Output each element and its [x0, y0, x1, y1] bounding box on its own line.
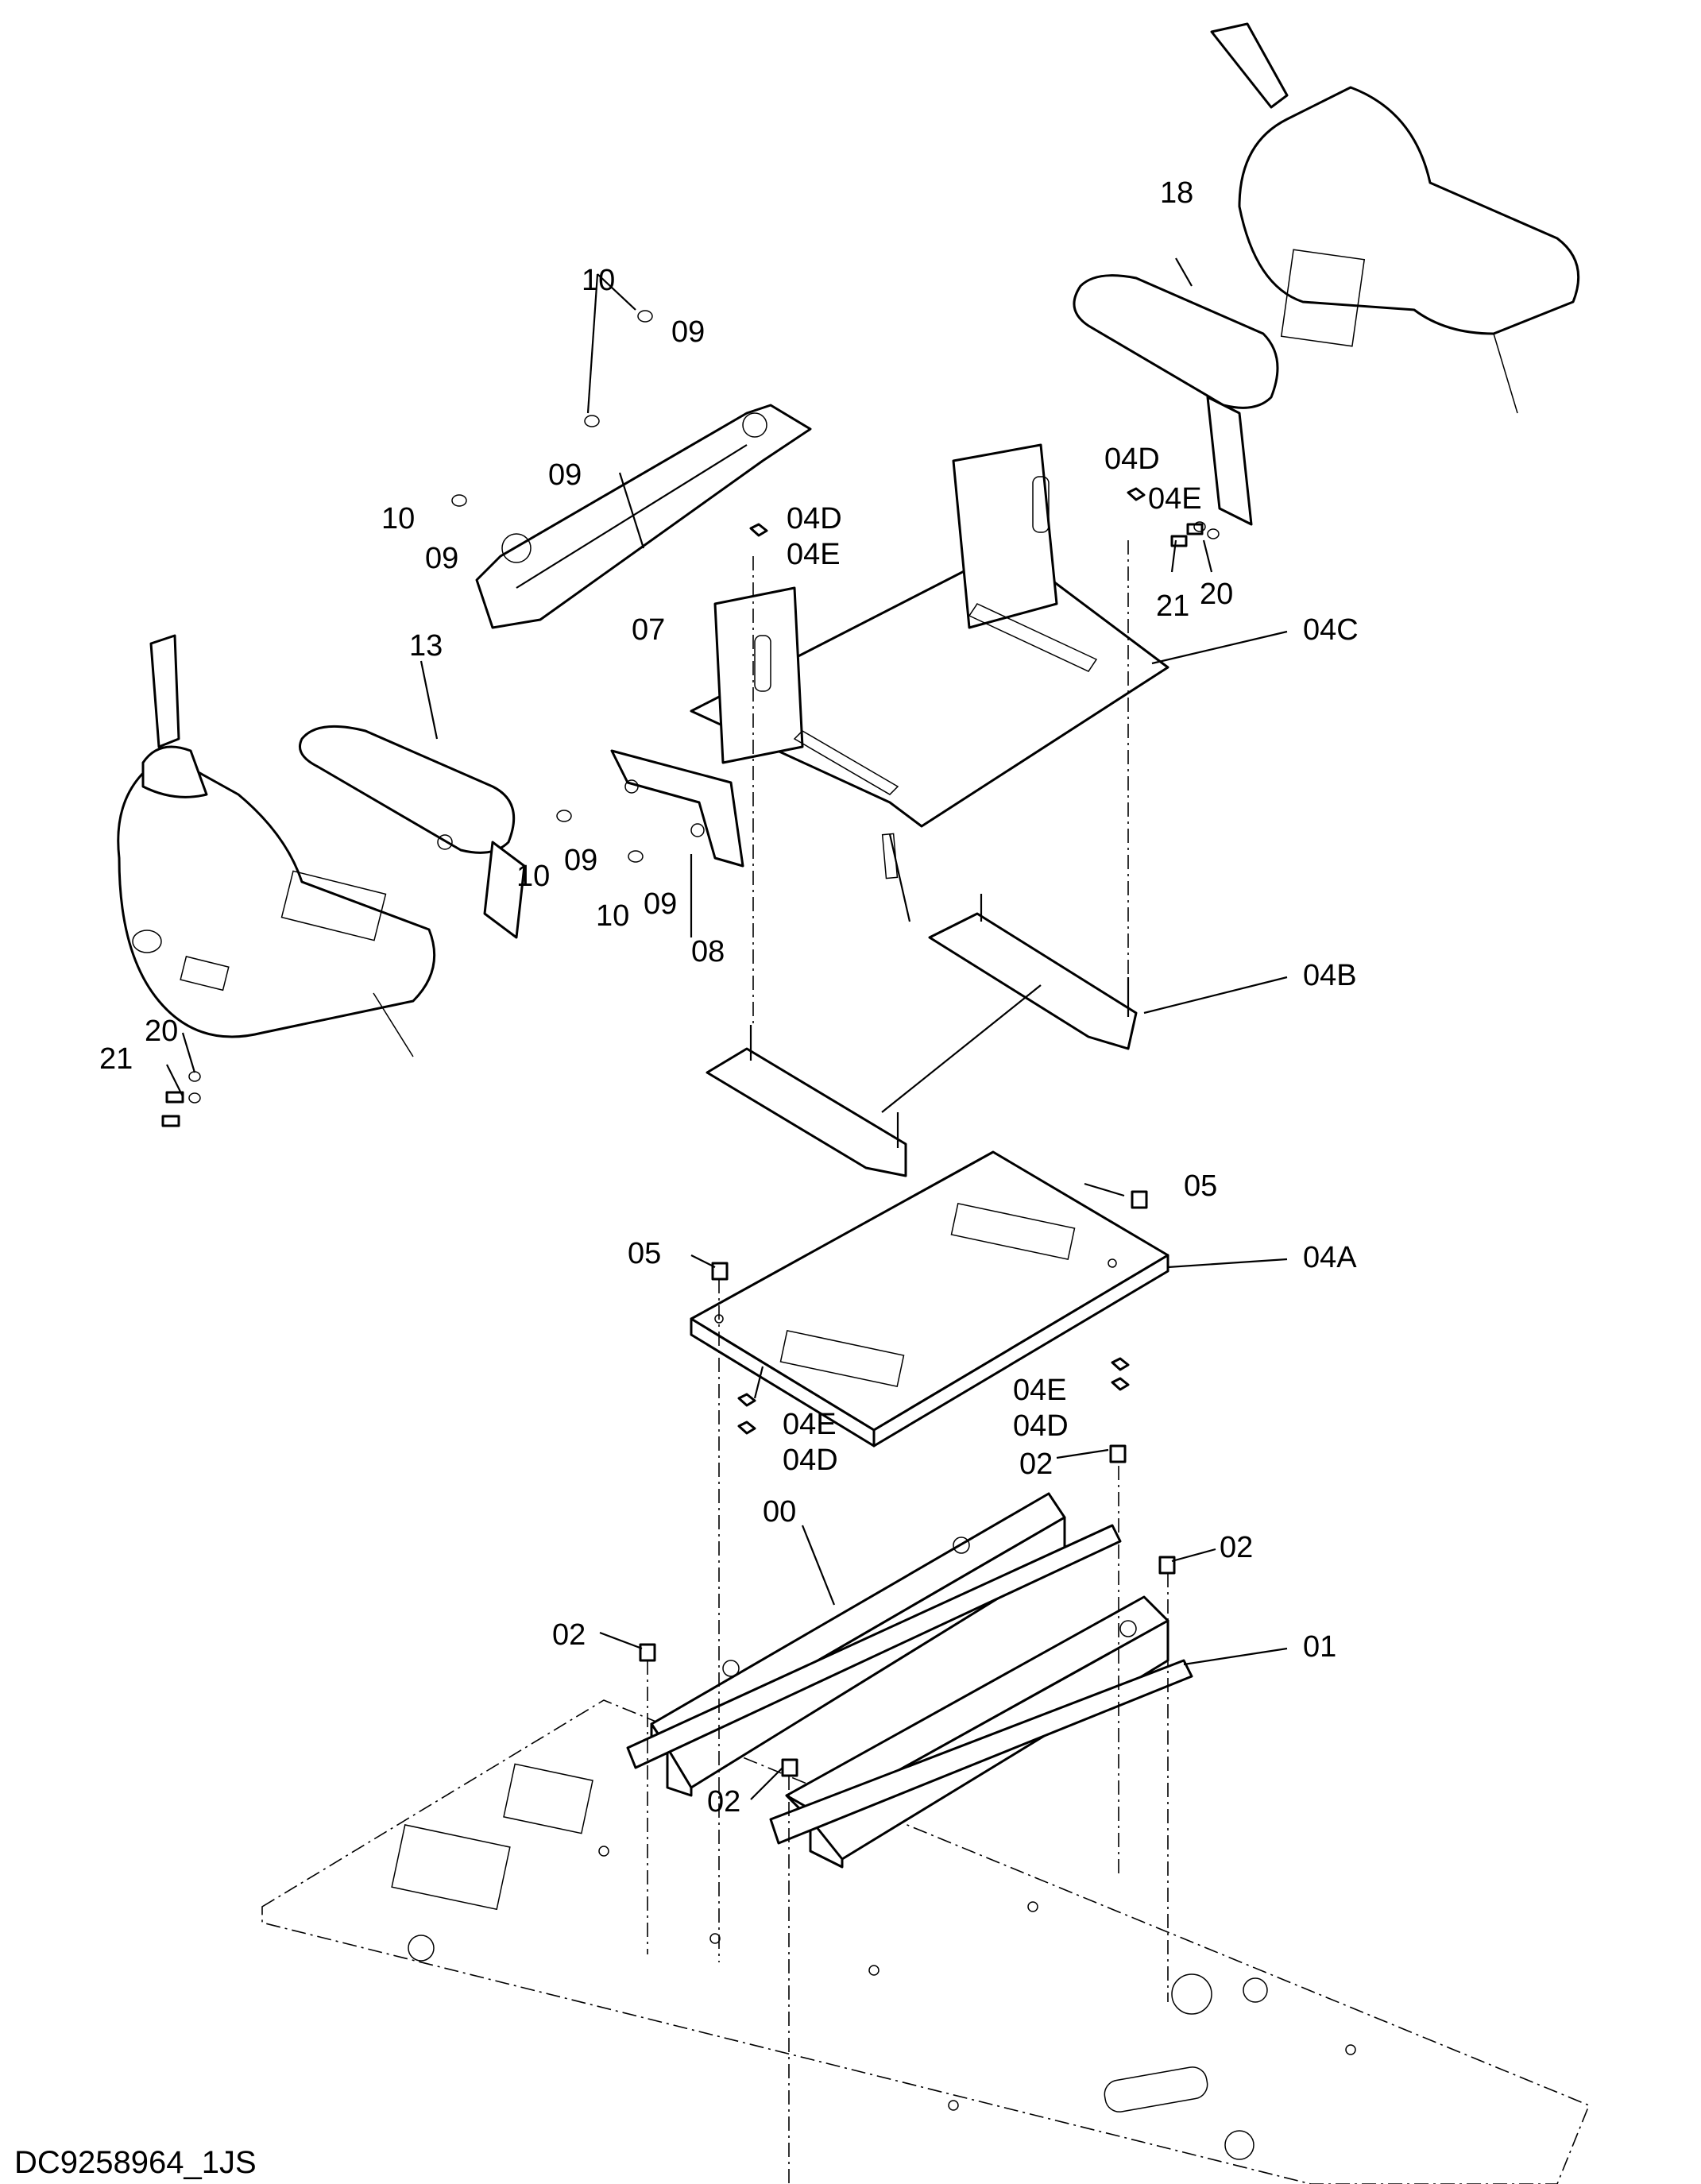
callout-09: 09 [671, 315, 705, 349]
callout-10: 10 [516, 860, 550, 893]
armrest-13 [299, 725, 526, 939]
callout-04E: 04E [787, 538, 841, 571]
callout-21: 21 [1156, 589, 1189, 623]
slide-rail-04B [706, 833, 1138, 1177]
callout-04E: 04E [783, 1408, 837, 1441]
rail-01 [769, 1595, 1193, 1869]
callout-02: 02 [707, 1785, 740, 1819]
callout-04C: 04C [1303, 613, 1359, 647]
centerlines [647, 540, 1169, 2184]
callout-04D: 04D [783, 1444, 838, 1477]
callout-04B: 04B [1303, 959, 1357, 992]
callout-10: 10 [381, 502, 415, 535]
armrest-18 [1073, 274, 1279, 526]
callout-02: 02 [1019, 1448, 1053, 1481]
callout-01: 01 [1303, 1630, 1336, 1664]
callout-08: 08 [691, 935, 725, 968]
callout-labels: 00 01 02 02 02 02 04A 04B 04C 04D 04E 04… [99, 176, 1359, 1819]
callout-09: 09 [564, 844, 597, 877]
callout-13: 13 [409, 629, 443, 663]
callout-09: 09 [644, 887, 677, 921]
callout-10: 10 [582, 264, 615, 297]
callout-09: 09 [548, 458, 582, 492]
callout-02: 02 [1220, 1531, 1253, 1564]
plate-04A [690, 1150, 1169, 1448]
callout-04E: 04E [1148, 482, 1202, 516]
callout-09: 09 [425, 542, 458, 575]
callout-04D: 04D [787, 502, 842, 535]
link-07 [475, 404, 812, 629]
callout-05: 05 [1184, 1169, 1217, 1203]
callout-20: 20 [145, 1015, 178, 1048]
left-control-console [117, 634, 436, 1057]
callout-18: 18 [1160, 176, 1193, 210]
callout-02: 02 [552, 1618, 586, 1652]
floor-plate [261, 1699, 1591, 2184]
callout-21: 21 [99, 1042, 133, 1076]
rail-00 [626, 1492, 1122, 1797]
callout-04D: 04D [1104, 443, 1160, 476]
callout-00: 00 [763, 1495, 796, 1529]
callout-04D: 04D [1013, 1409, 1069, 1443]
callout-04E: 04E [1013, 1374, 1067, 1407]
seat-frame-04C [690, 443, 1169, 828]
leader-lines [166, 257, 1288, 1800]
callout-05: 05 [628, 1237, 661, 1270]
callout-20: 20 [1200, 578, 1233, 611]
bracket-08 [610, 749, 744, 868]
callout-04A: 04A [1303, 1241, 1357, 1274]
callout-07: 07 [632, 613, 665, 647]
right-control-console [1210, 22, 1580, 414]
document-id: DC9258964_1JS [14, 2145, 257, 2180]
callout-10: 10 [596, 899, 629, 933]
